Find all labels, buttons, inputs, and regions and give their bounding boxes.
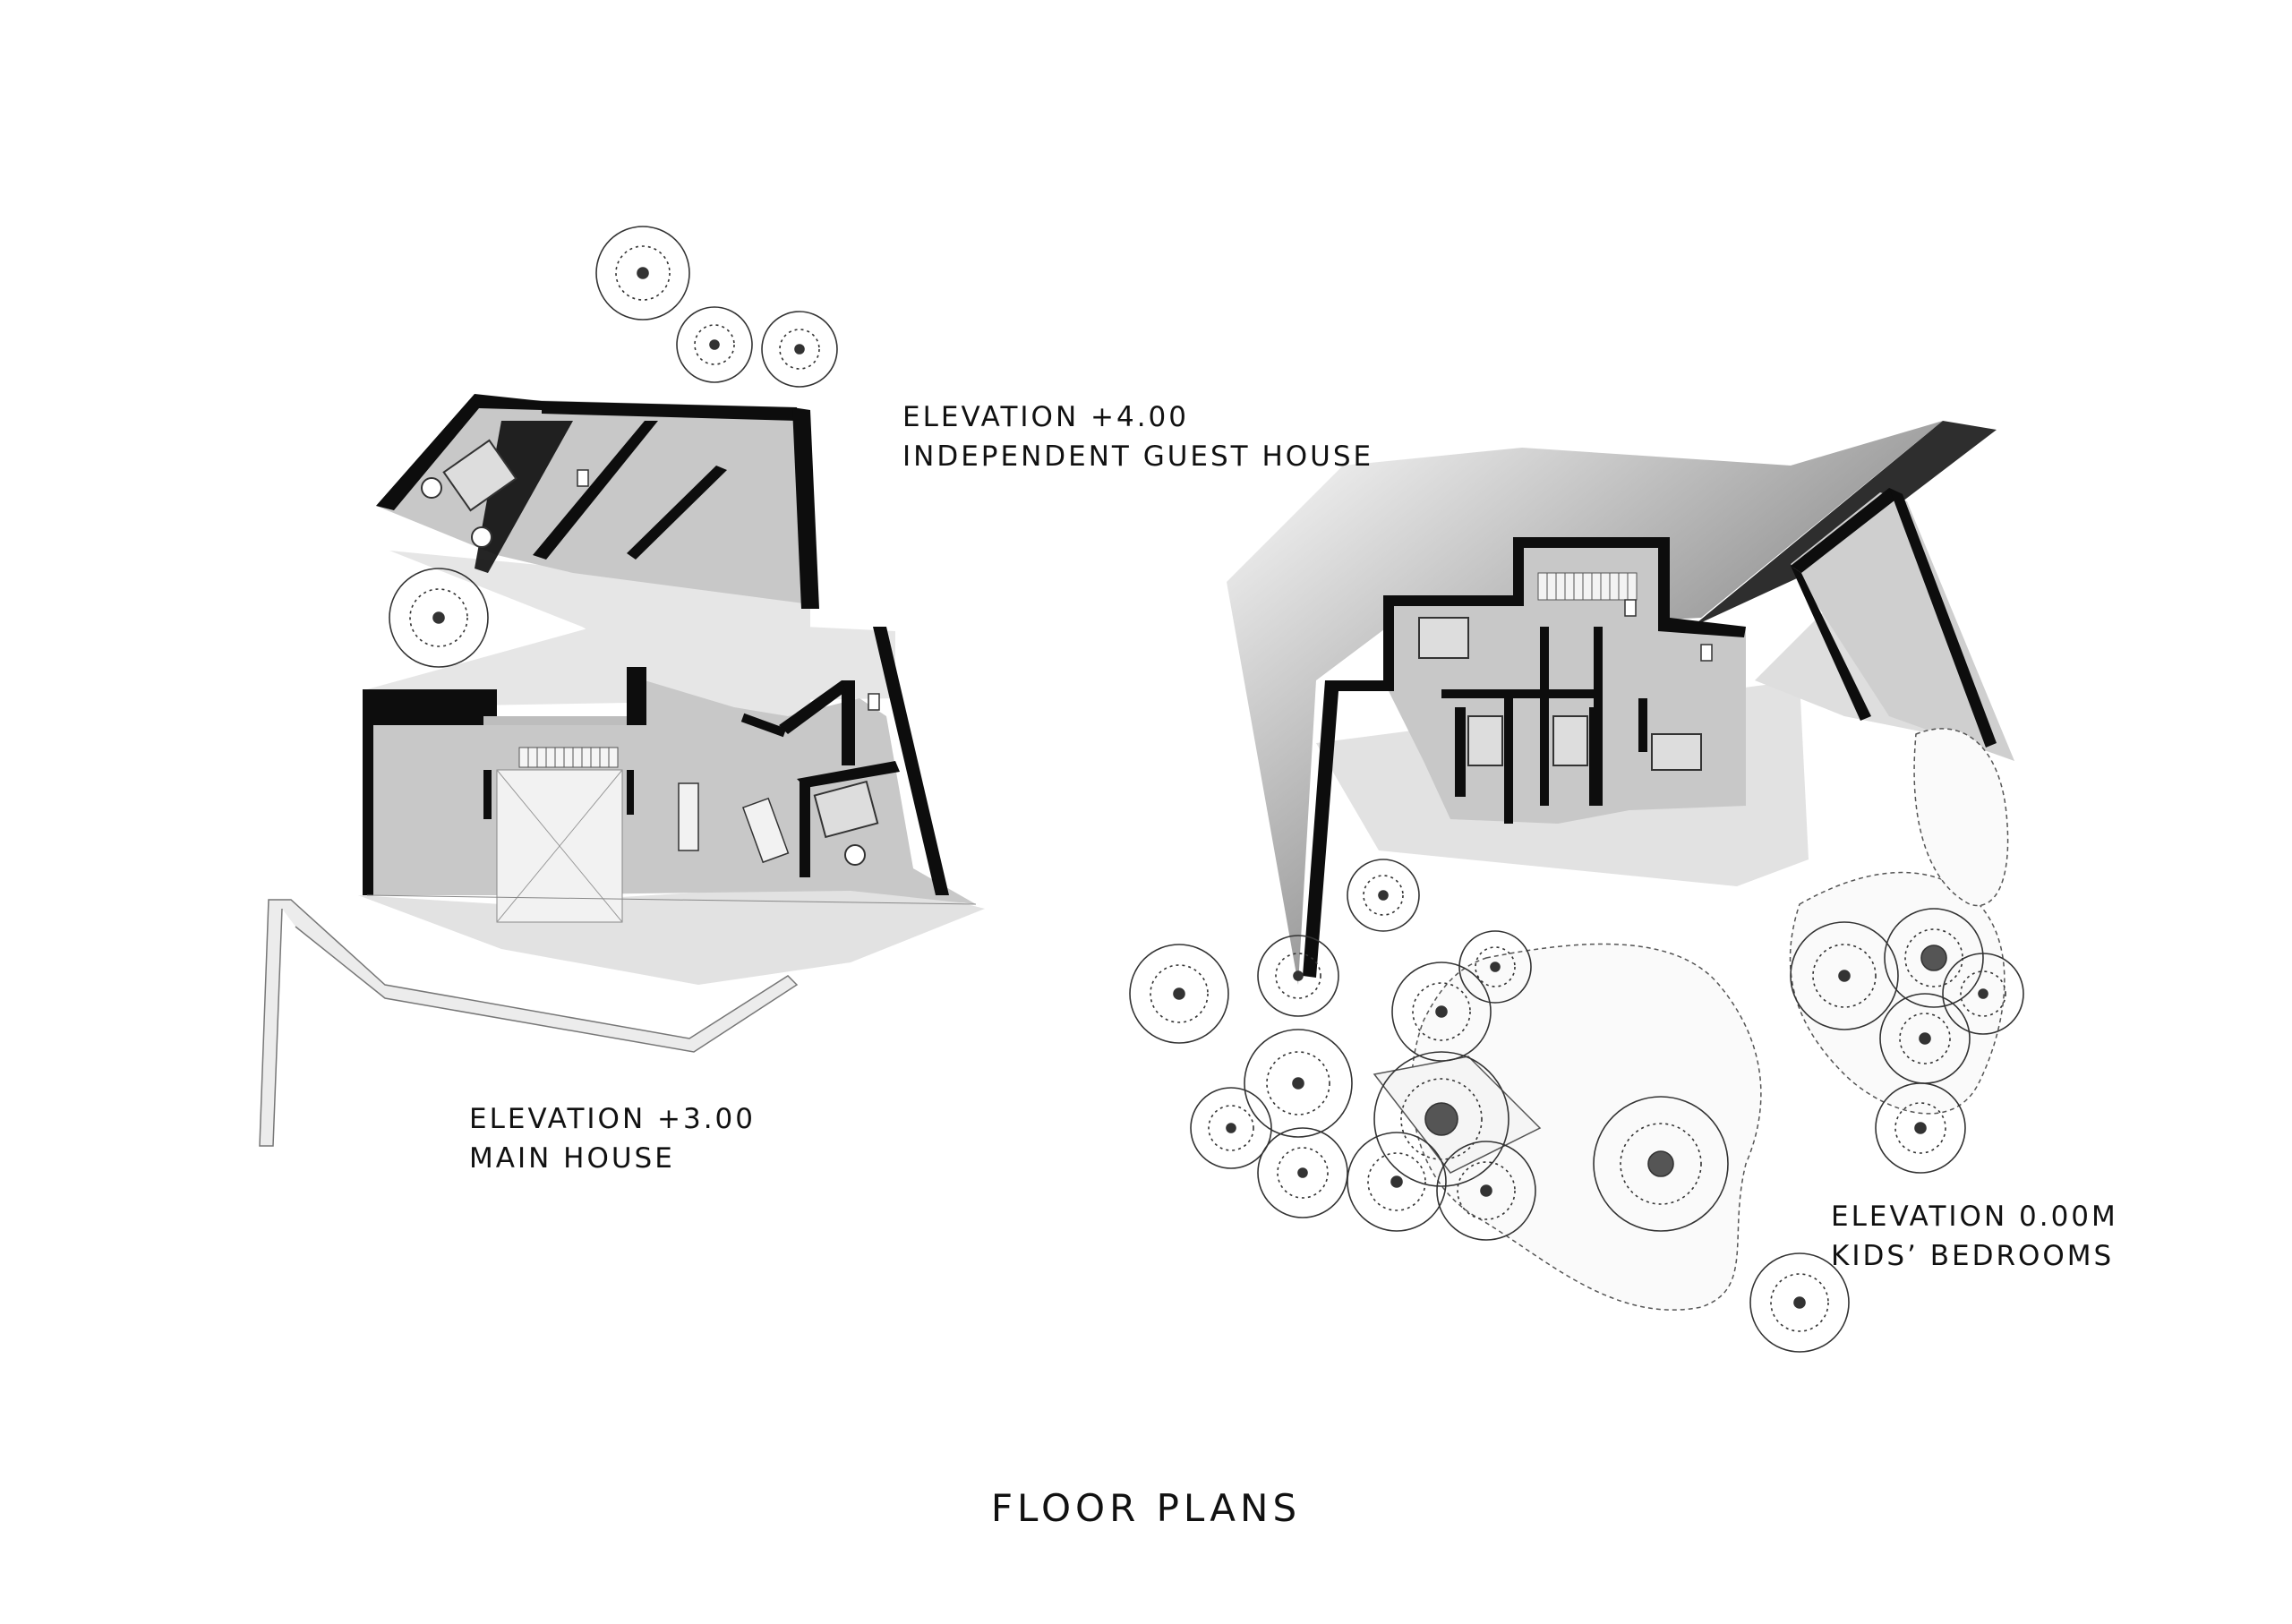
kids-house-wall-interior bbox=[1441, 689, 1603, 698]
main-house-wall-west bbox=[363, 689, 373, 895]
guest-house-wall-diag2 bbox=[533, 421, 658, 560]
sofa bbox=[741, 797, 790, 864]
main-house-wall-bath2 bbox=[740, 713, 787, 738]
kids-house-plan bbox=[1227, 421, 2014, 1311]
stair-icon bbox=[518, 747, 619, 768]
kids-house-elevation: ELEVATION 0.00M bbox=[1831, 1201, 2118, 1233]
guest-house-terrace bbox=[389, 551, 810, 761]
kids-house-ramp-wall3 bbox=[1889, 488, 1997, 748]
sheet-title: FLOOR PLANS bbox=[990, 1486, 1302, 1530]
kids-house-wall-interior bbox=[1540, 627, 1549, 806]
toilet-icon bbox=[1700, 644, 1713, 662]
access-path bbox=[259, 899, 799, 1147]
bed-icon bbox=[1467, 715, 1503, 766]
tree-symbol-icon bbox=[389, 226, 2024, 1353]
guest-house-elevation: ELEVATION +4.00 bbox=[902, 401, 1189, 433]
toilet-icon bbox=[1624, 599, 1637, 617]
kids-house-wall-interior bbox=[1504, 698, 1513, 824]
main-house-wall-bedroom bbox=[797, 761, 900, 788]
main-house-elevation: ELEVATION +3.00 bbox=[469, 1103, 756, 1135]
kids-house-label: ELEVATION 0.00M KIDS’ BEDROOMS bbox=[1831, 1197, 2118, 1276]
main-house-chimney bbox=[627, 671, 645, 707]
main-house-outer-terrace bbox=[367, 618, 895, 707]
main-house-column bbox=[483, 770, 492, 819]
courtyard-diagonal bbox=[496, 769, 623, 923]
meadow-area bbox=[1913, 728, 2009, 907]
bed-icon bbox=[1651, 733, 1702, 771]
bed-icon bbox=[1552, 715, 1588, 766]
main-house-terrace bbox=[358, 882, 985, 985]
guest-house-label: ELEVATION +4.00 INDEPENDENT GUEST HOUSE bbox=[902, 397, 1373, 476]
guest-house-walls bbox=[376, 394, 542, 510]
armchair-icon bbox=[844, 844, 866, 866]
armchair-icon bbox=[471, 526, 492, 548]
kids-house-wall-interior bbox=[1455, 707, 1466, 797]
kids-house-ramp bbox=[1791, 492, 2014, 761]
kids-house-wall-interior bbox=[1638, 698, 1647, 752]
meadow-area bbox=[1410, 943, 1762, 1311]
main-house-wall-north bbox=[483, 716, 645, 725]
main-house-wall-block bbox=[363, 689, 497, 725]
main-house-column bbox=[627, 770, 634, 815]
toilet-icon bbox=[577, 469, 589, 487]
main-house-label: ELEVATION +3.00 MAIN HOUSE bbox=[469, 1099, 756, 1178]
bed-icon bbox=[442, 439, 517, 512]
stair-icon bbox=[1537, 572, 1638, 601]
guest-house-wall-right bbox=[792, 407, 819, 609]
bed-icon bbox=[813, 780, 879, 839]
bed-icon bbox=[1418, 617, 1469, 659]
main-house-outline bbox=[366, 894, 977, 905]
toilet-icon bbox=[868, 693, 880, 711]
guest-house-plan bbox=[376, 394, 819, 761]
main-house-wall-bath bbox=[779, 680, 846, 734]
main-house-wall-bedroom2 bbox=[800, 779, 810, 877]
dining-table bbox=[678, 782, 699, 851]
kids-house-name: KIDS’ BEDROOMS bbox=[1831, 1240, 2115, 1272]
slope-shade bbox=[1227, 421, 1943, 985]
guest-house-name: INDEPENDENT GUEST HOUSE bbox=[902, 440, 1374, 473]
kids-house-wall-interior bbox=[1589, 707, 1598, 806]
main-house-plan bbox=[259, 618, 985, 1147]
guest-house-wall-diag3 bbox=[627, 466, 727, 560]
main-house-wall-east2 bbox=[842, 680, 855, 765]
guest-house-floor bbox=[376, 398, 810, 604]
guest-house-wall-top bbox=[542, 401, 799, 421]
armchair-icon bbox=[421, 477, 442, 499]
main-house-wall-east bbox=[873, 627, 949, 895]
kids-house-ramp-wall bbox=[1791, 488, 1903, 573]
meadow-area bbox=[1789, 871, 2006, 1115]
main-house-name: MAIN HOUSE bbox=[469, 1142, 675, 1175]
kids-house-ramp-wall2 bbox=[1791, 566, 1871, 721]
